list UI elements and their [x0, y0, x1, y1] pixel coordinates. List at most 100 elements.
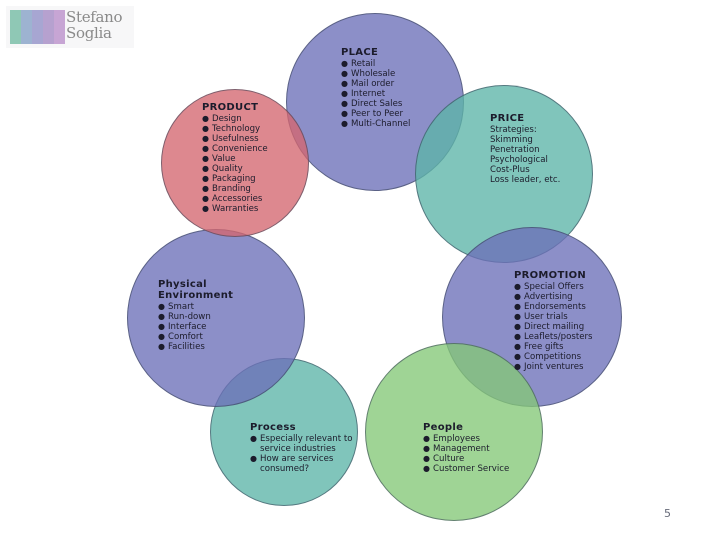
bullet-icon: ● — [250, 454, 257, 463]
bullet-icon: ● — [158, 342, 165, 351]
list-item-label: Multi-Channel — [351, 119, 411, 129]
list-item-label: Packaging — [212, 174, 256, 184]
list-item: ●Joint ventures — [514, 362, 593, 372]
list-item: ●Convenience — [202, 144, 268, 154]
bullet-icon: ● — [514, 312, 521, 321]
physical-title: Physical Environment — [158, 279, 234, 301]
logo-stripe — [21, 10, 32, 44]
bullet-icon: ● — [423, 464, 430, 473]
list-item-label: Branding — [212, 184, 251, 194]
list-item-label: Design — [212, 114, 242, 124]
list-item: Psychological — [490, 155, 560, 165]
bullet-icon: ● — [158, 332, 165, 341]
list-item: ●Retail — [341, 59, 410, 69]
list-item: ●Advertising — [514, 292, 593, 302]
list-item: ●Smart — [158, 302, 233, 312]
list-item-label: Direct mailing — [524, 322, 585, 332]
list-item-label: Customer Service — [433, 464, 510, 474]
list-item: ●Quality — [202, 164, 268, 174]
list-item-label: Usefulness — [212, 134, 259, 144]
bullet-icon: ● — [202, 204, 209, 213]
logo-text: Stefano Soglia — [66, 8, 123, 42]
logo-stripe — [10, 10, 21, 44]
list-item: ●Customer Service — [423, 464, 509, 474]
bullet-icon: ● — [423, 434, 430, 443]
list-item: ●Peer to Peer — [341, 109, 410, 119]
list-item: Strategies: — [490, 125, 560, 135]
list-item-label: Run-down — [168, 312, 211, 322]
bullet-icon: ● — [514, 292, 521, 301]
process-text: Process●Especially relevant to service i… — [250, 422, 352, 474]
logo-stripe — [32, 10, 43, 44]
list-item-label: Endorsements — [524, 302, 586, 312]
list-item: ●Branding — [202, 184, 268, 194]
bullet-icon: ● — [202, 174, 209, 183]
bullet-icon: ● — [202, 164, 209, 173]
product-text: PRODUCT●Design●Technology●Usefulness●Con… — [202, 102, 268, 214]
list-item: ●Packaging — [202, 174, 268, 184]
list-item: ●Direct mailing — [514, 322, 593, 332]
list-item: ●Usefulness — [202, 134, 268, 144]
promotion-text: PROMOTION●Special Offers●Advertising●End… — [514, 270, 593, 372]
promotion-title: PROMOTION — [514, 270, 587, 281]
list-item: ●How are services consumed? — [250, 454, 352, 474]
bullet-icon: ● — [341, 79, 348, 88]
list-item-label: Management — [433, 444, 490, 454]
product-list: ●Design●Technology●Usefulness●Convenienc… — [202, 114, 268, 214]
list-item: ●Comfort — [158, 332, 233, 342]
list-item: Loss leader, etc. — [490, 175, 560, 185]
list-item-label: Retail — [351, 59, 376, 69]
list-item: ●Leaflets/posters — [514, 332, 593, 342]
list-item-label: Comfort — [168, 332, 203, 342]
list-item-label: User trials — [524, 312, 568, 322]
list-item-label: Leaflets/posters — [524, 332, 593, 342]
place-list: ●Retail●Wholesale●Mail order●Internet●Di… — [341, 59, 410, 129]
bullet-icon: ● — [514, 352, 521, 361]
list-item-label: Peer to Peer — [351, 109, 404, 119]
bullet-icon: ● — [250, 434, 257, 443]
list-item-label: Internet — [351, 89, 386, 99]
bullet-icon: ● — [341, 69, 348, 78]
list-item: ●Endorsements — [514, 302, 593, 312]
list-item: ●Mail order — [341, 79, 410, 89]
list-item-label: Convenience — [212, 144, 268, 154]
list-item: ●Value — [202, 154, 268, 164]
logo-stripe — [43, 10, 54, 44]
list-item-label: Culture — [433, 454, 465, 464]
list-item: ●Multi-Channel — [341, 119, 410, 129]
list-item: ●Run-down — [158, 312, 233, 322]
place-text: PLACE●Retail●Wholesale●Mail order●Intern… — [341, 47, 410, 129]
people-list: ●Employees●Management●Culture●Customer S… — [423, 434, 509, 474]
list-item: ●Accessories — [202, 194, 268, 204]
bullet-icon: ● — [341, 109, 348, 118]
bullet-icon: ● — [202, 144, 209, 153]
bullet-icon: ● — [341, 59, 348, 68]
list-item-label: Competitions — [524, 352, 582, 362]
bullet-icon: ● — [202, 184, 209, 193]
list-item: ●Employees — [423, 434, 509, 444]
bullet-icon: ● — [423, 454, 430, 463]
list-item-label: Cost-Plus — [490, 165, 530, 175]
list-item-label: Especially relevant to service industrie… — [260, 434, 353, 454]
bullet-icon: ● — [514, 362, 521, 371]
bullet-icon: ● — [514, 332, 521, 341]
list-item-label: Smart — [168, 302, 194, 312]
list-item-label: Quality — [212, 164, 243, 174]
list-item-label: Wholesale — [351, 69, 396, 79]
bullet-icon: ● — [202, 124, 209, 133]
bullet-icon: ● — [514, 322, 521, 331]
logo: Stefano Soglia — [6, 6, 134, 48]
list-item-label: How are services consumed? — [260, 454, 334, 474]
list-item-label: Direct Sales — [351, 99, 403, 109]
list-item-label: Accessories — [212, 194, 263, 204]
list-item: ●Especially relevant to service industri… — [250, 434, 352, 454]
list-item-label: Loss leader, etc. — [490, 175, 561, 185]
page-number: 5 — [664, 507, 671, 520]
bullet-icon: ● — [341, 89, 348, 98]
list-item-label: Mail order — [351, 79, 395, 89]
list-item: ●Technology — [202, 124, 268, 134]
list-item-label: Joint ventures — [524, 362, 584, 372]
price-title: PRICE — [490, 113, 525, 124]
list-item: ●Free gifts — [514, 342, 593, 352]
list-item-label: Interface — [168, 322, 207, 332]
